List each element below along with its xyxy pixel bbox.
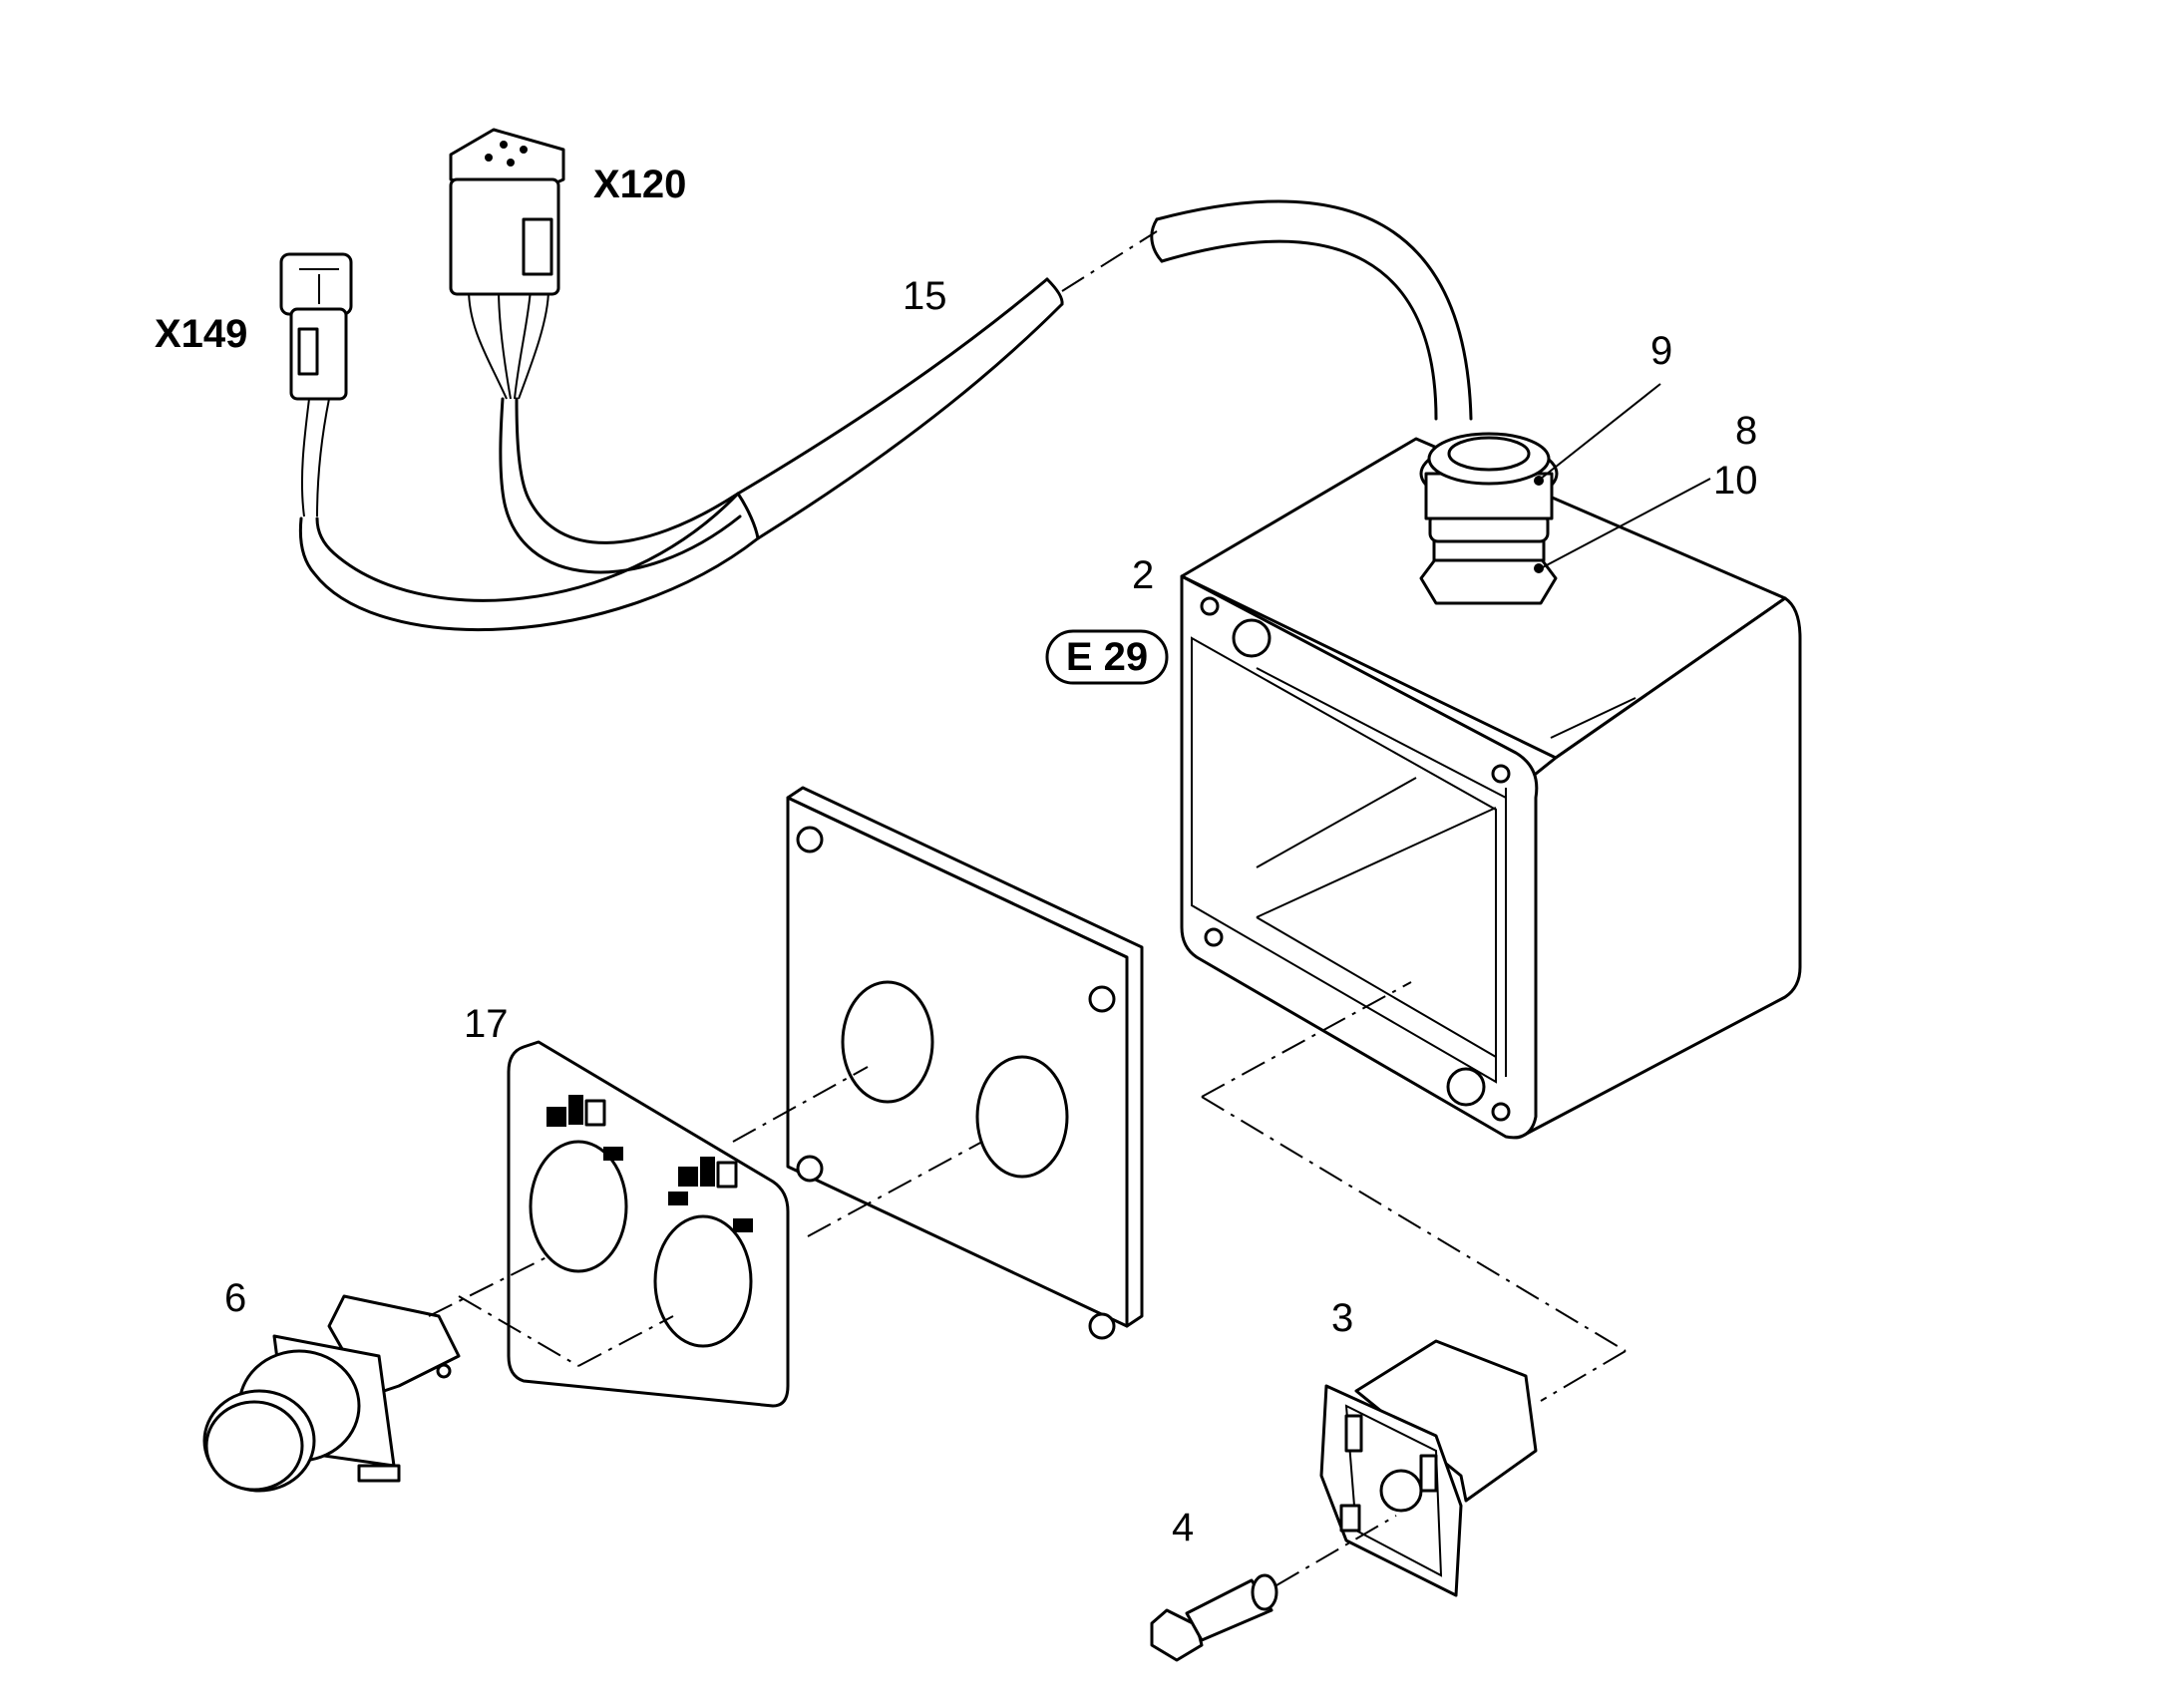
gasket-plate — [786, 786, 1144, 1340]
connector-label-x120: X120 — [593, 163, 686, 206]
callout-6: 6 — [224, 1276, 246, 1320]
label-plate — [507, 1040, 790, 1408]
explode-lines — [428, 981, 1627, 1586]
bolt — [1150, 1573, 1278, 1662]
callout-10: 10 — [1713, 459, 1758, 503]
reference-badge: E 29 — [1045, 629, 1169, 685]
connector-x149-icon — [279, 252, 353, 401]
leader-10 — [1540, 478, 1711, 569]
callout-2: 2 — [1132, 553, 1154, 597]
callout-15: 15 — [903, 274, 947, 318]
cable-gland — [1419, 432, 1559, 605]
connector-label-x149: X149 — [155, 312, 247, 356]
leader-9 — [1540, 383, 1661, 480]
reference-badge-text: E 29 — [1066, 635, 1148, 679]
connector-x120-icon — [449, 128, 565, 296]
callout-4: 4 — [1172, 1506, 1194, 1549]
callout-3: 3 — [1331, 1296, 1353, 1340]
cable-harness — [298, 199, 1473, 632]
push-button — [202, 1294, 461, 1493]
callout-8: 8 — [1735, 409, 1757, 453]
callout-17: 17 — [464, 1002, 509, 1046]
callout-9: 9 — [1650, 329, 1672, 373]
cover-cap — [1319, 1339, 1538, 1597]
